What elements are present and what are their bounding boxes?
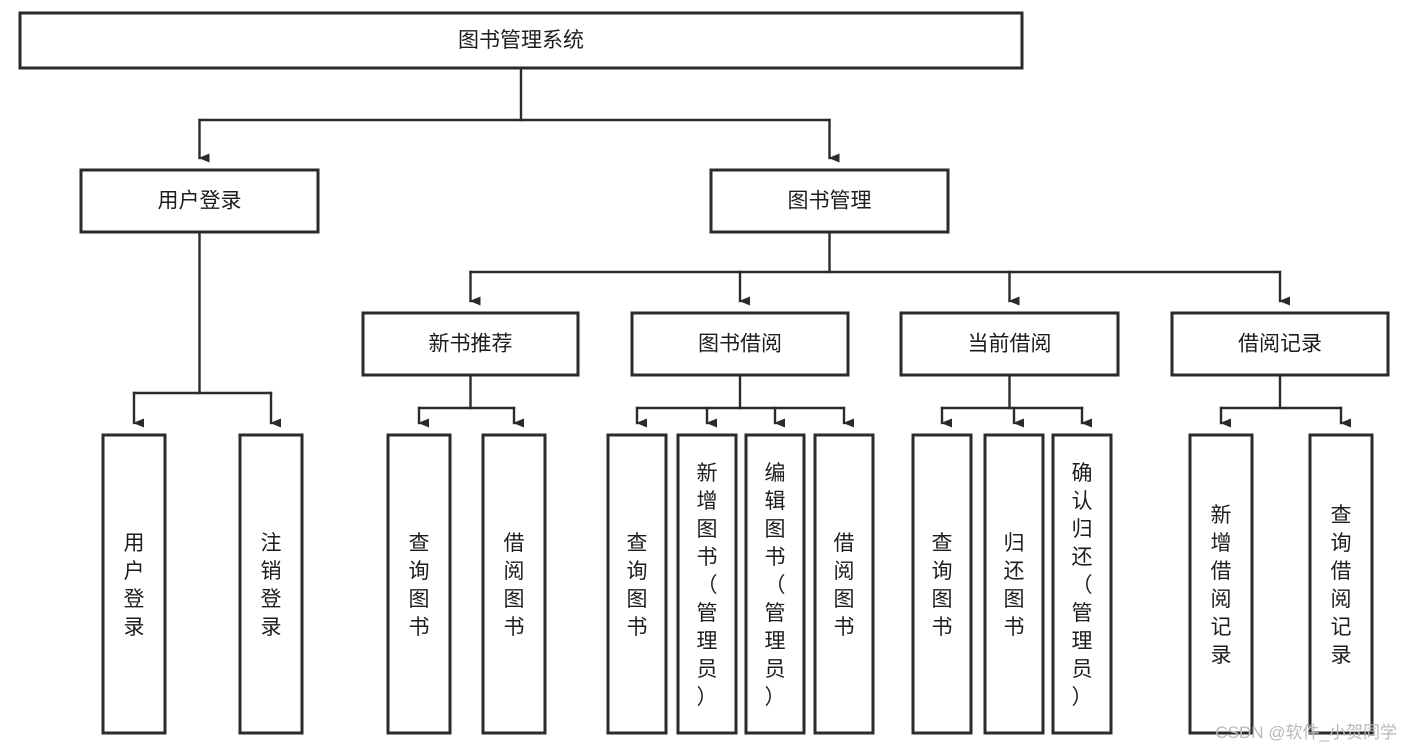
node-label: 图书管理	[788, 190, 872, 213]
node-box	[1170, 311, 1390, 377]
node-box	[630, 311, 850, 377]
node-leaf-return-book[interactable]: 归还图书	[983, 433, 1045, 735]
node-leaf-add-book-admin[interactable]: 新增图书（管理员）	[676, 433, 738, 735]
node-current-borrow[interactable]: 当前借阅	[899, 311, 1120, 377]
node-label: 新增图书（管理员）	[697, 462, 718, 709]
node-leaf-logout-login[interactable]: 注销登录	[238, 433, 304, 735]
node-box	[983, 433, 1045, 735]
node-box	[238, 433, 304, 735]
node-box	[911, 433, 973, 735]
node-leaf-query-book-3[interactable]: 查询图书	[911, 433, 973, 735]
node-label: 借阅图书	[504, 532, 525, 639]
node-label: 新增借阅记录	[1211, 504, 1232, 667]
node-box	[1188, 433, 1254, 735]
node-leaf-borrow-book-2[interactable]: 借阅图书	[813, 433, 875, 735]
node-leaf-query-borrow-record[interactable]: 查询借阅记录	[1308, 433, 1374, 735]
node-label: 当前借阅	[968, 333, 1052, 356]
node-box	[386, 433, 452, 735]
node-leaf-query-book-2[interactable]: 查询图书	[606, 433, 668, 735]
node-label: 查询借阅记录	[1331, 504, 1352, 667]
node-box	[361, 311, 580, 377]
node-root[interactable]: 图书管理系统	[18, 11, 1024, 70]
node-leaf-confirm-return-admin[interactable]: 确认归还（管理员）	[1051, 433, 1113, 735]
node-label: 查询图书	[409, 532, 430, 639]
node-borrow-record[interactable]: 借阅记录	[1170, 311, 1390, 377]
node-label: 借阅记录	[1238, 333, 1322, 356]
node-layer: 图书管理系统用户登录图书管理新书推荐图书借阅当前借阅借阅记录用户登录注销登录查询…	[18, 11, 1390, 735]
node-box	[1308, 433, 1374, 735]
node-leaf-borrow-book-1[interactable]: 借阅图书	[481, 433, 547, 735]
node-box	[18, 11, 1024, 70]
node-box	[813, 433, 875, 735]
node-label: 确认归还（管理员）	[1072, 462, 1093, 709]
node-label: 图书借阅	[698, 333, 782, 356]
node-leaf-add-borrow-record[interactable]: 新增借阅记录	[1188, 433, 1254, 735]
node-book-manage[interactable]: 图书管理	[709, 168, 950, 234]
node-label: 查询图书	[627, 532, 648, 639]
node-leaf-query-book-1[interactable]: 查询图书	[386, 433, 452, 735]
node-box	[676, 433, 738, 735]
node-box	[101, 433, 167, 735]
node-box	[744, 433, 806, 735]
node-label: 借阅图书	[834, 532, 855, 639]
node-box	[606, 433, 668, 735]
node-box	[1051, 433, 1113, 735]
node-leaf-edit-book-admin[interactable]: 编辑图书（管理员）	[744, 433, 806, 735]
node-label: 编辑图书（管理员）	[765, 462, 786, 709]
node-label: 归还图书	[1004, 532, 1025, 639]
node-new-book-recommend[interactable]: 新书推荐	[361, 311, 580, 377]
node-book-borrow[interactable]: 图书借阅	[630, 311, 850, 377]
node-label: 新书推荐	[429, 333, 513, 356]
node-box	[481, 433, 547, 735]
connector-layer	[132, 66, 1351, 428]
node-label: 注销登录	[261, 532, 282, 639]
node-leaf-user-login[interactable]: 用户登录	[101, 433, 167, 735]
node-label: 图书管理系统	[458, 29, 584, 52]
watermark-text: CSDN @软件_小贺同学	[1215, 723, 1397, 742]
node-box	[899, 311, 1120, 377]
node-label: 用户登录	[158, 190, 242, 213]
node-label: 用户登录	[124, 532, 145, 639]
node-box	[79, 168, 320, 234]
node-user-login[interactable]: 用户登录	[79, 168, 320, 234]
node-box	[709, 168, 950, 234]
node-label: 查询图书	[932, 532, 953, 639]
